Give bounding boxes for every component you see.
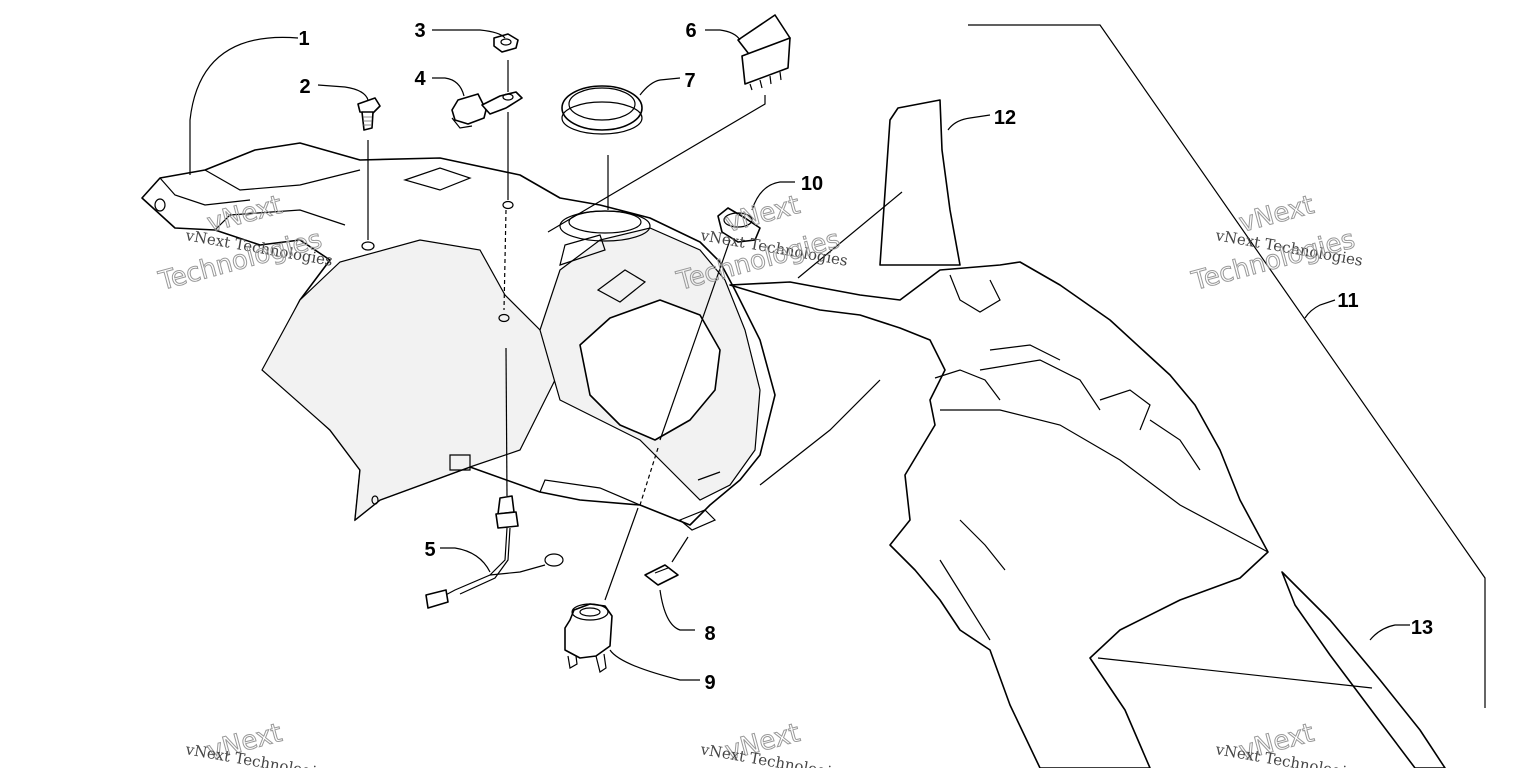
callout-3: 3: [414, 20, 425, 42]
part-10-knob: [717, 207, 761, 243]
callout-7: 7: [684, 70, 695, 92]
watermark-top-center: vNext vNext Technologies Technologies: [673, 190, 850, 298]
part-7-ring: [561, 85, 643, 135]
callout-8: 8: [704, 623, 715, 645]
part-5-wire-harness: [425, 495, 564, 609]
part-11-side-cowl: [729, 261, 1269, 768]
part-3-nut: [493, 33, 519, 53]
callout-11: 11: [1337, 290, 1358, 312]
callout-6: 6: [685, 20, 696, 42]
leader-lines: [189, 24, 1486, 708]
callout-labels: 1 2 3 4 5 6 7 8 9 10 11 12 13: [298, 20, 1433, 694]
callout-5: 5: [424, 539, 435, 561]
callout-4: 4: [414, 68, 426, 90]
part-2-screw: [357, 97, 381, 131]
callout-10: 10: [801, 173, 823, 195]
watermark-top-right: vNext vNext Technologies Technologies: [1188, 190, 1365, 298]
part-8-clip: [644, 564, 679, 586]
callout-13: 13: [1411, 617, 1433, 639]
part-1-console-panel: [141, 142, 776, 531]
callout-1: 1: [298, 28, 309, 50]
part-13-lower-trim: [1281, 571, 1446, 768]
part-4-cap: [451, 91, 523, 129]
part-9-ignition: [564, 603, 613, 673]
part-12-deflector: [879, 99, 961, 266]
callout-9: 9: [704, 672, 715, 694]
part-6-rocker-switch: [737, 14, 791, 91]
callout-2: 2: [299, 76, 310, 98]
watermark-bottom-left: vNext vNext Technologies: [183, 718, 334, 768]
watermark-bottom-right: vNext vNext Technologies: [1213, 718, 1364, 768]
callout-12: 12: [994, 107, 1016, 129]
watermark-bottom-center: vNext vNext Technologies: [698, 718, 849, 768]
